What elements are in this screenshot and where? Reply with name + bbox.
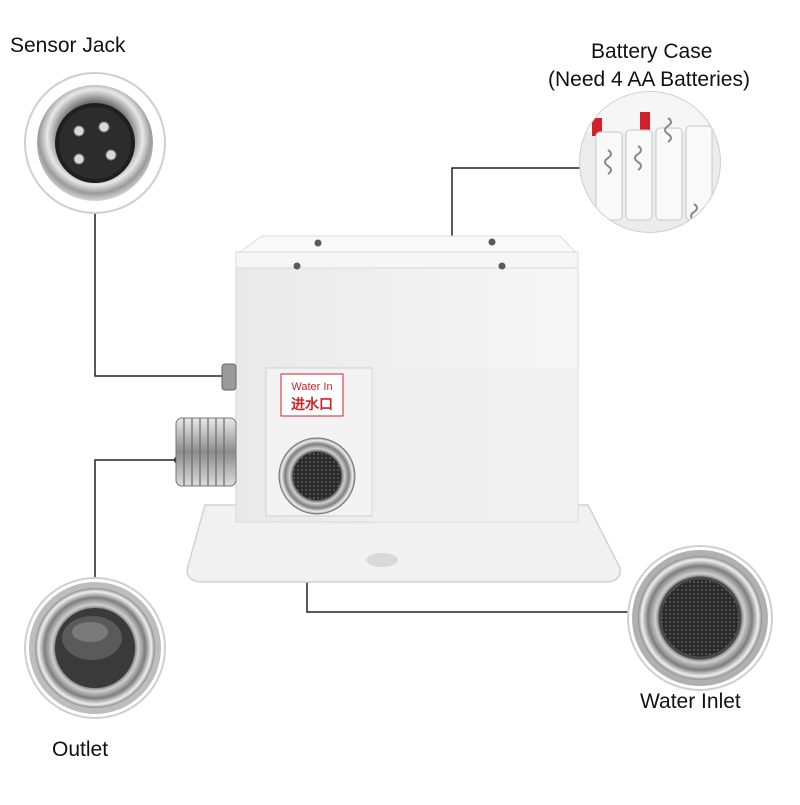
box-shading xyxy=(372,368,578,522)
detail-sensor-jack xyxy=(24,72,166,214)
screw-icon xyxy=(488,238,496,246)
inlet-pipe xyxy=(278,437,356,515)
label-battery-case: Battery Case xyxy=(591,40,713,63)
decal-english: Water In xyxy=(291,381,332,393)
water-in-decal xyxy=(280,373,344,417)
label-sensor-jack: Sensor Jack xyxy=(10,34,126,57)
screw-icon xyxy=(293,262,301,270)
label-outlet: Outlet xyxy=(52,738,109,761)
label-battery-note: (Need 4 AA Batteries) xyxy=(548,68,750,91)
spring-icon xyxy=(664,117,672,143)
valve-box: Water In 进水口 xyxy=(175,235,621,583)
pin-icon xyxy=(105,149,117,161)
screw-icon xyxy=(498,262,506,270)
lid-screws xyxy=(293,238,506,270)
side-sensor-jack xyxy=(221,363,237,391)
pin-icon xyxy=(98,121,110,133)
spring-icon xyxy=(604,149,612,175)
mounting-slot xyxy=(366,553,398,567)
detail-outlet xyxy=(24,577,166,719)
detail-water-inlet xyxy=(627,545,773,691)
decal-chinese: 进水口 xyxy=(291,396,333,412)
label-water-inlet: Water Inlet xyxy=(640,690,741,713)
pin-icon xyxy=(73,153,85,165)
detail-battery-case xyxy=(579,91,721,233)
spring-icon xyxy=(634,145,642,171)
leader-outlet xyxy=(94,459,178,578)
leader-sensor-jack xyxy=(94,213,228,377)
spring-icon xyxy=(690,203,698,221)
screw-icon xyxy=(314,239,322,247)
pin-icon xyxy=(73,125,85,137)
outlet-pipe xyxy=(175,417,237,487)
leader-battery-case xyxy=(451,167,580,258)
mounting-plate xyxy=(186,504,621,583)
box-lid-seam xyxy=(235,251,579,269)
box-top xyxy=(238,235,577,253)
